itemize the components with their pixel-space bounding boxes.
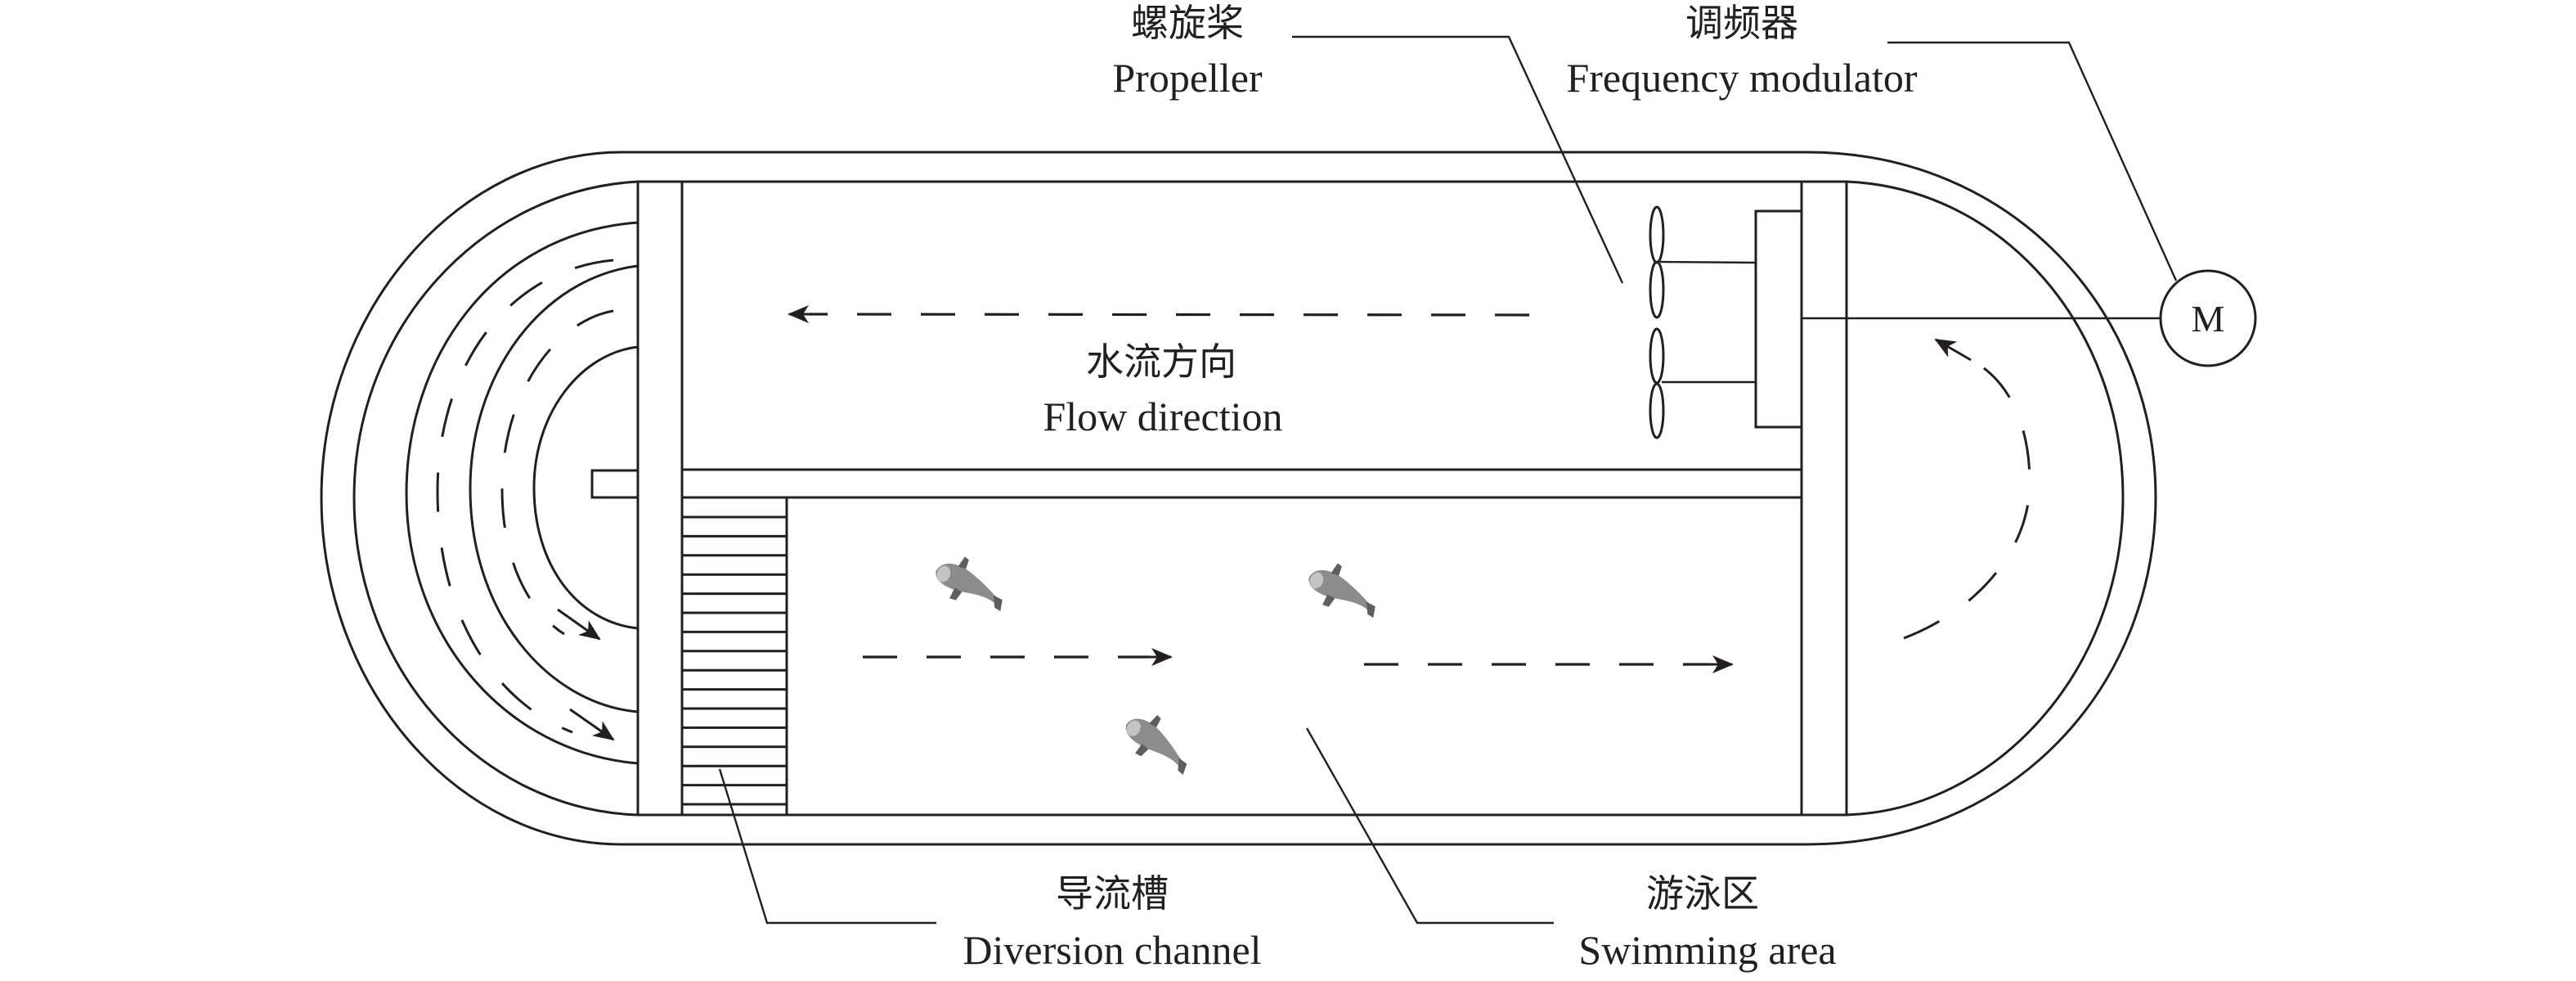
leader-frequency-modulator <box>1887 41 2178 281</box>
flow-arc-right <box>1903 358 2031 640</box>
leader-diversion-channel <box>718 768 936 925</box>
leader-swimming-area <box>1305 727 1554 925</box>
left-flow-arc-outer <box>436 259 614 734</box>
guide-arc-middle <box>469 264 639 713</box>
divider-stub <box>590 469 640 499</box>
label-diversion-channel-cn: 导流槽 <box>1056 871 1169 916</box>
propeller-upper <box>1649 205 1757 319</box>
label-swimming-area-cn: 游泳区 <box>1646 871 1759 916</box>
motor-symbol: M <box>2192 298 2225 340</box>
flow-arc-right-head <box>1934 338 1972 362</box>
left-partition-post <box>636 180 684 817</box>
label-swimming-area-en: Swimming area <box>1578 927 1836 973</box>
label-propeller-en: Propeller <box>1112 55 1263 101</box>
propeller-lower <box>1649 327 1756 439</box>
motor: M <box>2159 269 2257 367</box>
label-propeller-cn: 螺旋桨 <box>1131 1 1244 45</box>
flow-arrow-upper <box>809 313 1530 317</box>
left-flow-arc-inner <box>500 309 614 636</box>
right-partition-post <box>1800 180 1848 817</box>
label-flow-direction-en: Flow direction <box>1043 394 1282 439</box>
fish-icon <box>1308 563 1376 619</box>
label-flow-direction-cn: 水流方向 <box>1086 340 1236 384</box>
guide-arc-inner <box>532 345 639 630</box>
left-flow-arrow-outer <box>569 708 615 741</box>
label-diversion-channel-en: Diversion channel <box>963 927 1261 973</box>
frequency-modulator-box <box>1754 209 1803 429</box>
diversion-channel <box>682 497 788 815</box>
fish-icon <box>1125 714 1187 776</box>
fish-icon <box>936 556 1003 612</box>
label-frequency-modulator-en: Frequency modulator <box>1566 55 1917 101</box>
diversion-channel-slats <box>682 515 787 806</box>
outer-tank-wall <box>320 151 2157 846</box>
label-frequency-modulator-cn: 调频器 <box>1685 1 1798 45</box>
guide-arc-outer <box>405 221 639 765</box>
leader-propeller <box>1292 35 1624 284</box>
left-flow-arrow-inner <box>557 608 601 641</box>
fish-group <box>936 556 1376 776</box>
